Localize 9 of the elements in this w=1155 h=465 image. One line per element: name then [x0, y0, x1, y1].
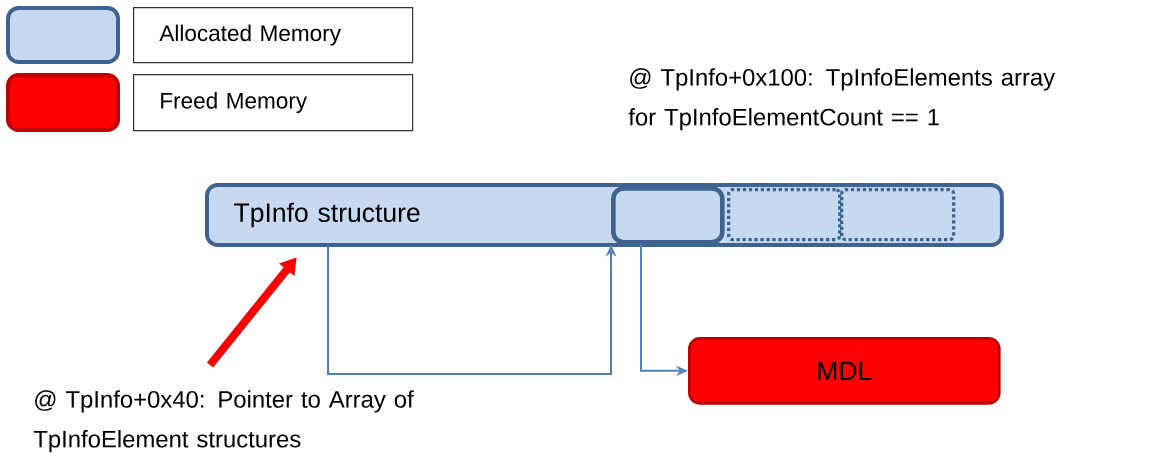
freed-box: MDL: [688, 337, 1001, 405]
element-box: [611, 186, 725, 245]
structure-band: TpInfo structure: [205, 183, 1004, 247]
annotation-text: @ TpInfo+0x40: Pointer to Array of TpInfoElement structures: [33, 390, 414, 453]
legend-label: Allocated Memory: [133, 7, 414, 64]
legend-label: Freed Memory: [133, 74, 414, 132]
empty-slot-box: [727, 188, 842, 242]
annotation-text: @ TpInfo+0x100: TpInfoElements array for TpInfoElementCount == 1: [628, 68, 1056, 131]
empty-slot-box: [840, 188, 956, 242]
